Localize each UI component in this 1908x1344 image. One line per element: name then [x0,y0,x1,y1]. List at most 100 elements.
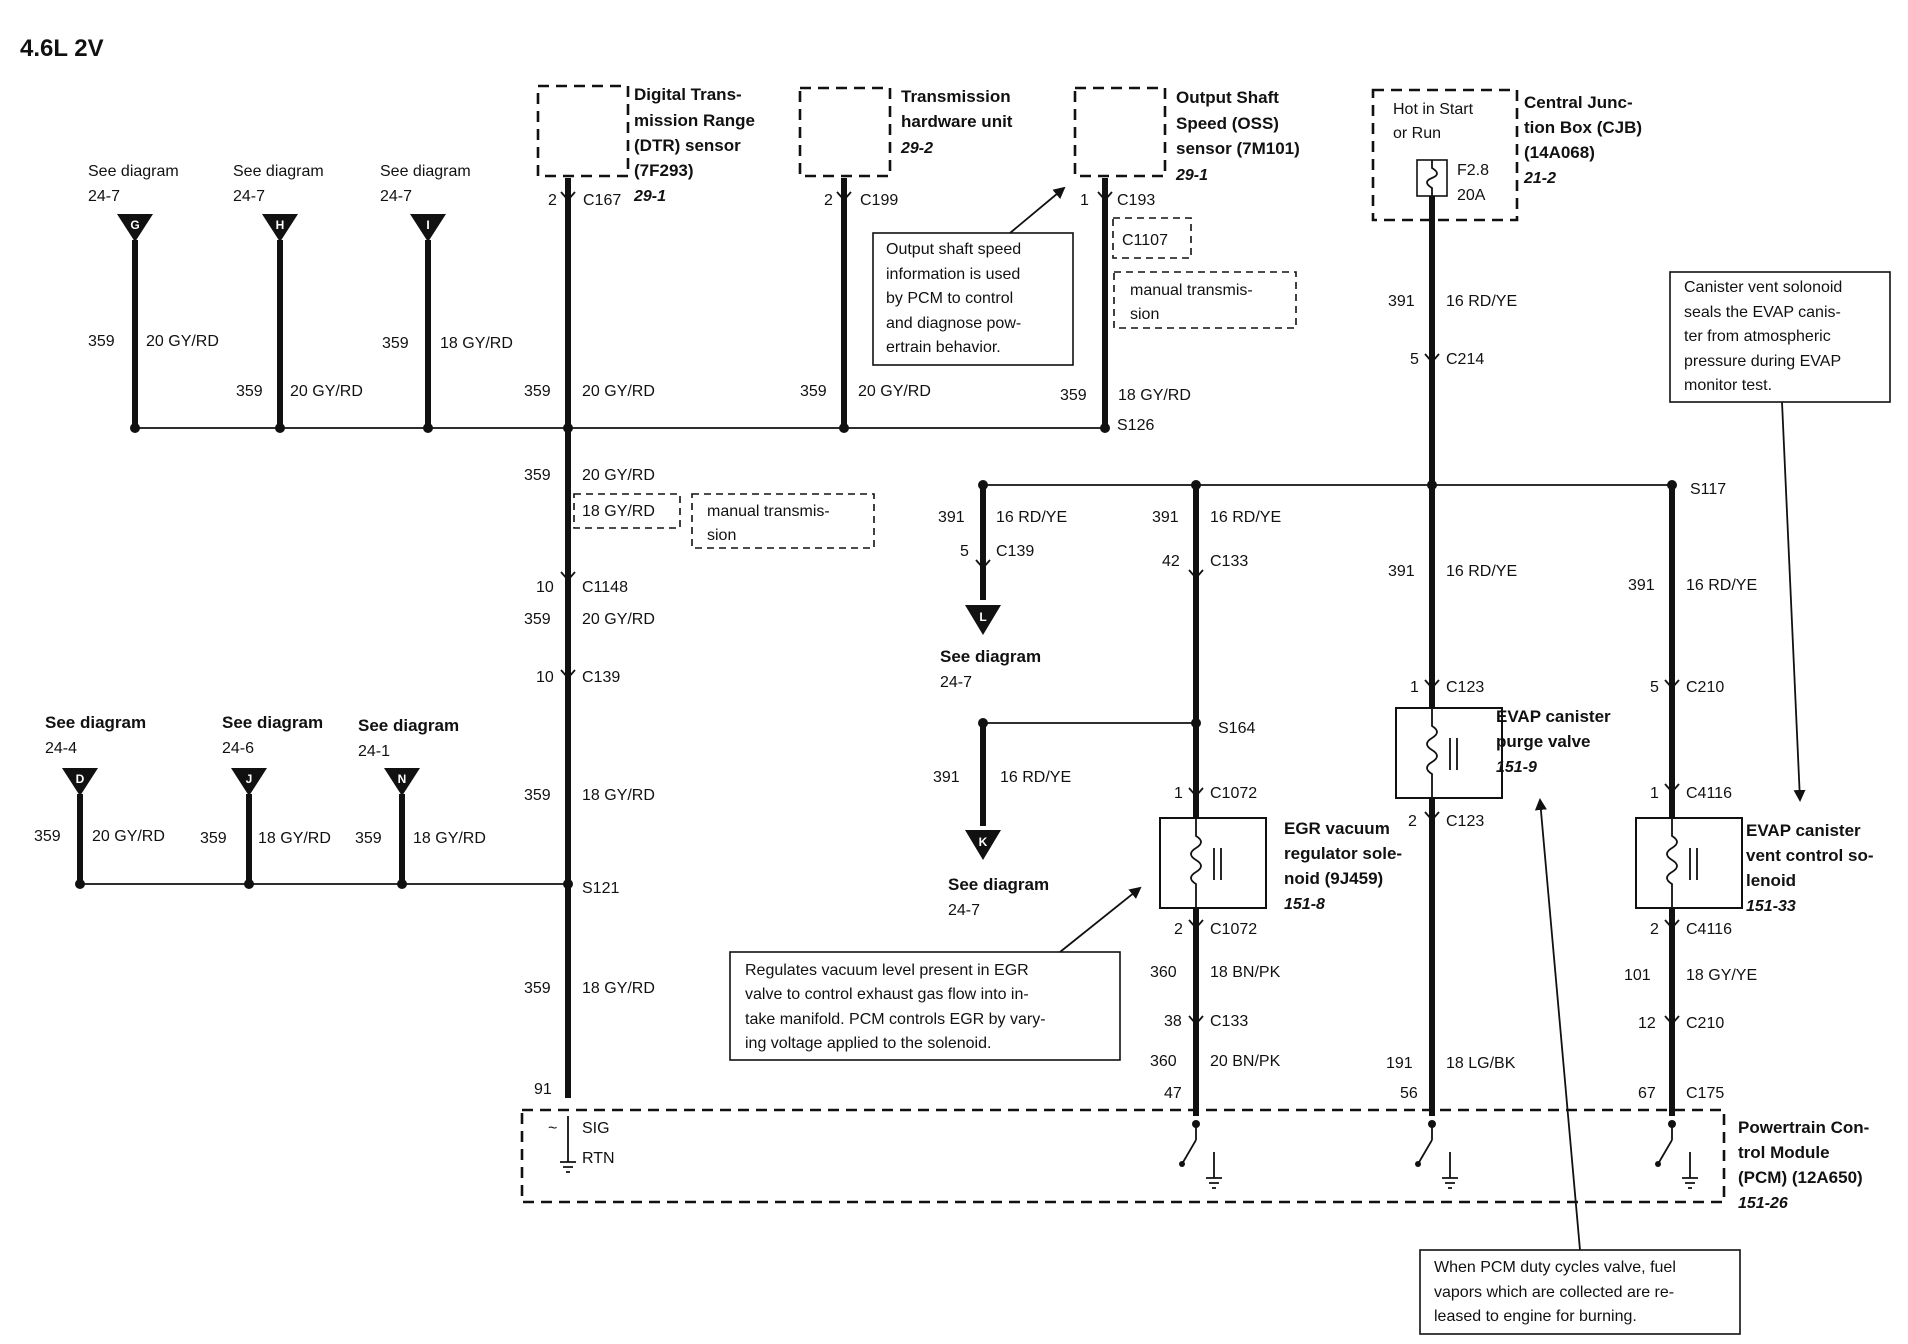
offpage-connector-n[interactable]: See diagram 24-1 N 359 18 GY/RD [355,716,486,884]
leader-arrow [1009,186,1066,234]
connector-chevron [1664,783,1680,794]
connector-id: C139 [996,543,1034,560]
component-name-line: EVAP canister [1746,821,1861,840]
dtr-sensor[interactable]: Digital Trans- mission Range (DTR) senso… [536,84,755,209]
evap-canister-purge-valve[interactable]: EVAP canister purge valve 151-9 [1395,707,1611,799]
connector-id: C133 [1210,553,1248,570]
circuit-number: 359 [524,383,551,400]
pin-number: 5 [1410,351,1419,368]
connector-id: C123 [1446,679,1484,696]
ground-icon [1206,1177,1222,1189]
pin-number: 56 [1400,1085,1418,1102]
note-text: Canister vent solonoid [1684,279,1842,296]
offpage-triangle [384,768,420,796]
offpage-connector-h[interactable]: See diagram 24-7 H 359 20 GY/RD [233,163,363,428]
circuit-number: 391 [1152,509,1179,526]
wire-color-label: 18 GY/RD [582,787,655,804]
pin-number: 67 [1638,1085,1656,1102]
component-name-line: hardware unit [901,112,1013,131]
central-junction-box[interactable]: Hot in Start or Run F2.8 20A Central Jun… [1371,88,1642,222]
offpage-ref: 24-1 [358,743,390,760]
fuse-rating: 20A [1457,187,1486,204]
thu-box [798,86,892,178]
note-text: information is used [886,266,1020,283]
component-name-line: Powertrain Con- [1738,1118,1869,1137]
note-text: manual transmis- [1130,282,1253,299]
fuse-id: F2.8 [1457,162,1489,179]
pin-number: 47 [1164,1085,1182,1102]
pin-number: 38 [1164,1013,1182,1030]
circuit-number: 359 [524,787,551,804]
offpage-ref: 24-7 [233,188,265,205]
pin-number: 91 [534,1081,552,1098]
offpage-connector-j[interactable]: See diagram 24-6 J 359 18 GY/RD [200,713,331,884]
component-name-line: mission Range [634,111,755,130]
solenoid-box [1159,817,1267,909]
solenoid-box [1635,817,1743,909]
circuit-number: 359 [355,830,382,847]
pin-number: 1 [1174,785,1183,802]
component-name-line: Digital Trans- [634,85,742,104]
page-title: 4.6L 2V [20,35,104,62]
connector-chevron [1664,919,1680,930]
component-name-line: tion Box (CJB) [1524,118,1642,137]
circuit-number: 359 [34,828,61,845]
component-name-line: regulator sole- [1284,844,1402,863]
note-oss-info: Output shaft speed information is used b… [872,186,1074,366]
offpage-connector-k[interactable]: 391 16 RD/YE K See diagram 24-7 [933,723,1071,919]
manual-alt-wire-box [573,493,681,529]
pcm-driver-purge [1415,1120,1458,1189]
splice-s121-dot [563,879,573,889]
component-name-line: Transmission [901,87,1011,106]
pcm-sig-label: SIG [582,1120,610,1137]
pin-number: 2 [548,192,557,209]
oss-sensor[interactable]: Output Shaft Speed (OSS) sensor (7M101) … [1073,86,1300,329]
see-diagram-label: See diagram [940,647,1041,666]
note-text: seals the EVAP canis- [1684,304,1841,321]
component-name-line: EGR vacuum [1284,819,1390,838]
alt-connector-box [1112,217,1192,259]
offpage-ref: 24-7 [380,188,412,205]
pcm-driver-vent [1655,1120,1698,1189]
powertrain-control-module[interactable]: ~ SIG RTN Powertrain Con- trol Module (P… [520,1108,1869,1212]
wire-color-label: 18 GY/RD [582,503,655,520]
connector-id: C1148 [582,579,628,596]
pin-number: 42 [1162,553,1180,570]
circuit-number: 391 [1388,293,1415,310]
offpage-connector-d[interactable]: See diagram 24-4 D 359 20 GY/RD [34,713,165,884]
see-diagram-label: See diagram [88,163,179,180]
see-diagram-label: See diagram [45,713,146,732]
component-name-line: Output Shaft [1176,88,1279,107]
note-text: Regulates vacuum level present in EGR [745,962,1029,979]
offpage-connector-l[interactable]: 391 16 RD/YE 5 C139 L See diagram 24-7 [938,485,1067,691]
see-diagram-label: See diagram [948,875,1049,894]
component-name-line: (14A068) [1524,143,1595,162]
wire-color-label: 18 GY/YE [1686,967,1757,984]
cjb-box [1371,88,1519,222]
offpage-connector-i[interactable]: See diagram 24-7 I 359 18 GY/RD [380,163,513,428]
wire-color-label: 20 GY/RD [92,828,165,845]
component-name-line: Speed (OSS) [1176,114,1279,133]
transmission-hardware-unit[interactable]: Transmission hardware unit 29-2 2 C199 [798,86,1013,209]
leader-arrow [1059,886,1142,953]
splice-id: S117 [1690,481,1726,498]
offpage-ref: 24-7 [940,674,972,691]
ground-icon [1682,1177,1698,1189]
offpage-triangle [231,768,267,796]
pin-number: 1 [1080,192,1089,209]
offpage-ref: 24-7 [948,902,980,919]
evap-canister-vent-solenoid[interactable]: EVAP canister vent control so- lenoid 15… [1635,817,1874,915]
component-ref: 151-33 [1746,898,1796,915]
note-box [729,951,1121,1061]
egr-vacuum-regulator-solenoid[interactable]: EGR vacuum regulator sole- noid (9J459) … [1159,817,1402,913]
coil-icon [1426,708,1438,798]
offpage-triangle [965,605,1001,635]
circuit-number: 191 [1386,1055,1413,1072]
offpage-connector-g[interactable]: See diagram 24-7 G 359 20 GY/RD [88,163,219,428]
pin-number: 2 [1174,921,1183,938]
component-name-line: sensor (7M101) [1176,139,1300,158]
component-ref: 29-1 [1175,167,1208,184]
connector-chevron [836,191,852,202]
splice-id: S126 [1117,417,1154,434]
